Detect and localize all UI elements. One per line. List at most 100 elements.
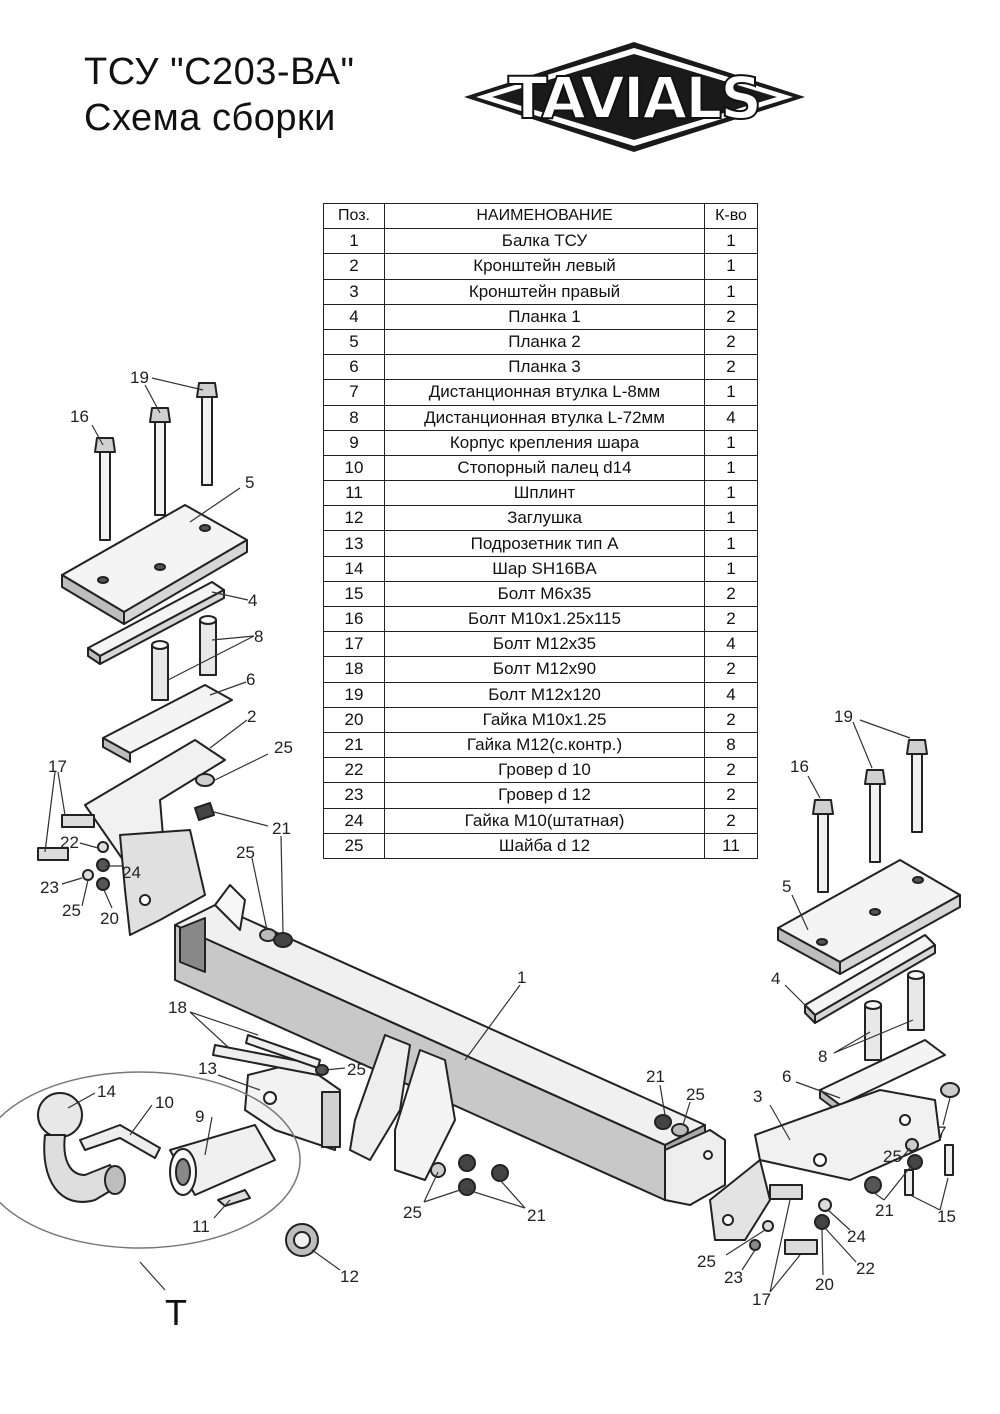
part-name: Кронштейн левый — [384, 253, 705, 280]
beam-nuts — [259, 928, 689, 1196]
part-name: Гровер d 10 — [384, 757, 705, 784]
callout-9: 9 — [195, 1107, 204, 1126]
part-name: Болт М12х120 — [384, 681, 705, 708]
callout-25-left-d: 25 — [347, 1060, 366, 1079]
socket-bracket-13 — [244, 1061, 341, 1151]
right-plate-4 — [804, 934, 936, 1024]
left-plate-5 — [61, 504, 248, 625]
callout-12: 12 — [340, 1267, 359, 1286]
svg-text:TAVIALS: TAVIALS — [508, 64, 760, 132]
callout-21-left-b: 21 — [527, 1206, 546, 1225]
part-name: Болт М12х90 — [384, 656, 705, 683]
callout-19-right: 19 — [834, 707, 853, 726]
part-name: Гайка М10х1.25 — [384, 706, 705, 733]
part-position: 20 — [323, 706, 385, 733]
part-quantity: 2 — [704, 807, 758, 834]
callout-labels: 19 16 5 4 8 6 2 25 17 22 24 21 25 23 25 … — [40, 368, 956, 1333]
right-sleeve-8a — [864, 1000, 882, 1061]
callout-1: 1 — [517, 968, 526, 987]
left-sleeve-8b — [199, 615, 217, 676]
part-name: Кронштейн правый — [384, 278, 705, 305]
callout-5-right: 5 — [782, 877, 791, 896]
callout-23-right: 23 — [724, 1268, 743, 1287]
callout-21-left-c: 21 — [646, 1067, 665, 1086]
part-name: Шайба d 12 — [384, 832, 705, 859]
part-quantity: 2 — [704, 580, 758, 608]
left-bracket-2 — [84, 739, 226, 936]
callout-25-left-e: 25 — [403, 1203, 422, 1222]
callout-5-left: 5 — [245, 473, 254, 492]
part-name: Балка ТСУ — [384, 228, 705, 255]
col-pos-header: Поз. — [323, 202, 385, 230]
part-position: 10 — [323, 454, 385, 482]
drawing-subtitle: Схема сборки — [84, 97, 336, 139]
left-fasteners — [37, 773, 215, 891]
part-position: 19 — [323, 681, 385, 708]
right-sleeve-8b — [907, 970, 925, 1031]
part-quantity: 2 — [704, 328, 758, 356]
right-bolt-16 — [812, 799, 834, 893]
callout-11: 11 — [192, 1217, 210, 1236]
part-name: Болт М10х1.25х115 — [384, 605, 705, 633]
callout-15: 15 — [937, 1207, 956, 1226]
lock-pin-10 — [79, 1124, 161, 1159]
part-position: 4 — [323, 303, 385, 330]
callout-6-left: 6 — [246, 670, 255, 689]
callout-19-left: 19 — [130, 368, 149, 387]
callout-8-right: 8 — [818, 1047, 827, 1066]
part-position: 15 — [323, 580, 385, 608]
leader-lines — [44, 377, 951, 1293]
left-bolt-19b — [196, 382, 218, 486]
callout-25-right-a: 25 — [883, 1147, 902, 1166]
drawing-title: ТСУ "С203-ВА" — [84, 51, 355, 93]
callout-17-left: 17 — [48, 757, 67, 776]
bolts-18 — [212, 1034, 329, 1076]
callout-4-right: 4 — [771, 969, 780, 988]
part-name: Заглушка — [384, 505, 705, 532]
part-quantity: 11 — [704, 832, 758, 859]
part-quantity: 2 — [704, 757, 758, 784]
callout-25-left-a: 25 — [274, 738, 293, 757]
col-qty-header: К-во — [704, 202, 758, 230]
callout-16-right: 16 — [790, 757, 809, 776]
part-quantity: 1 — [704, 278, 758, 305]
right-bolt-19a — [864, 769, 886, 863]
ball-kit-outline — [0, 1071, 301, 1249]
callout-25-left-b: 25 — [236, 843, 255, 862]
part-position: 6 — [323, 354, 385, 381]
part-position: 25 — [323, 832, 385, 859]
ball-kit-label: T — [165, 1292, 187, 1333]
callout-3: 3 — [753, 1087, 762, 1106]
part-quantity: 1 — [704, 228, 758, 255]
callout-17-right: 17 — [752, 1290, 771, 1309]
callout-6-right: 6 — [782, 1067, 791, 1086]
left-bolt-16 — [94, 437, 116, 541]
part-name: Шплинт — [384, 480, 705, 507]
callout-4-left: 4 — [248, 591, 257, 610]
part-name: Корпус крепления шара — [384, 429, 705, 456]
part-name: Гровер d 12 — [384, 782, 705, 809]
part-name: Болт М12х35 — [384, 631, 705, 658]
callout-13: 13 — [198, 1059, 217, 1078]
callout-23-left: 23 — [40, 878, 59, 897]
part-name: Шар SH16BA — [384, 555, 705, 582]
callout-8-left: 8 — [254, 627, 263, 646]
callout-22-left: 22 — [60, 833, 79, 852]
